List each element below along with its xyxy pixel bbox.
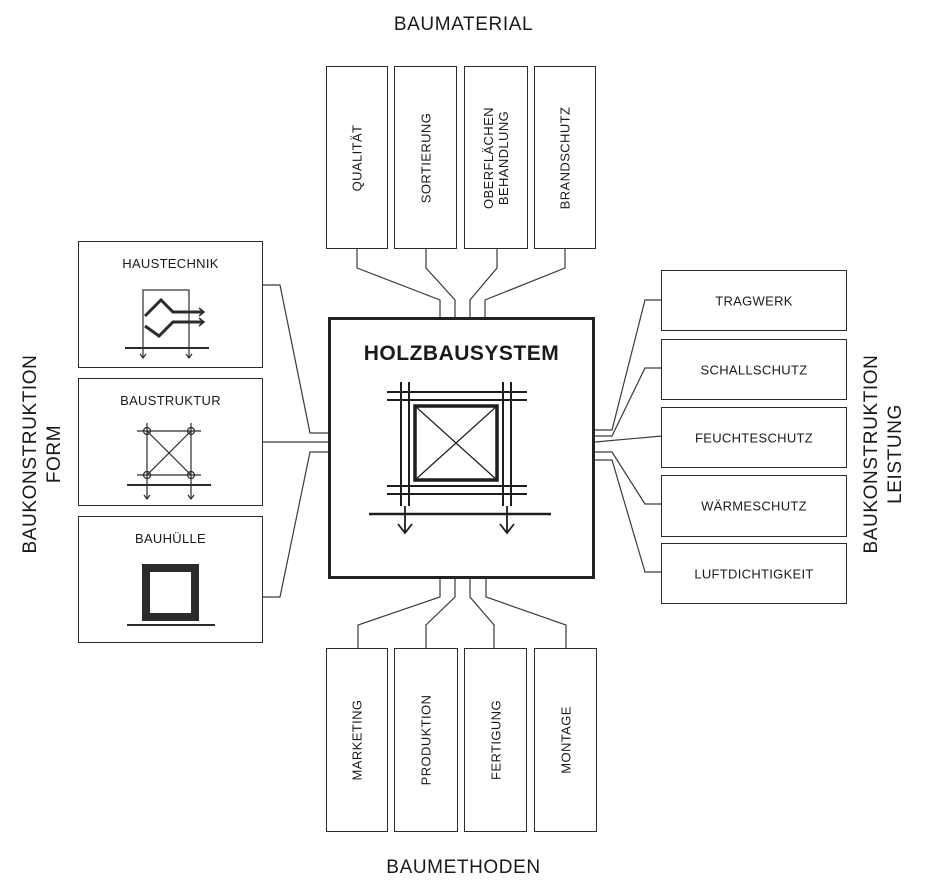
- left-group-title-line2: FORM: [44, 424, 65, 484]
- connector-marketing: [357, 579, 441, 648]
- right-box-tragwerk: TRAGWERK: [661, 270, 847, 331]
- haustechnik-pipes-icon: [125, 289, 209, 359]
- top-box-label: QUALITÄT: [349, 124, 365, 191]
- top-group-title: BAUMATERIAL: [393, 14, 534, 35]
- baustruktur-grid-icon: [127, 423, 211, 500]
- connector-bauhuelle: [262, 451, 328, 598]
- top-box-qualitaet: QUALITÄT: [326, 66, 388, 249]
- right-group-title-line1: BAUKONSTRUKTION: [861, 354, 882, 554]
- top-box-label: OBERFLÄCHEN BEHANDLUNG: [481, 106, 511, 209]
- connector-oberflaechen: [469, 249, 498, 317]
- top-box-label: SORTIERUNG: [418, 112, 433, 203]
- bottom-box-label: MONTAGE: [558, 706, 573, 774]
- top-box-sortierung: SORTIERUNG: [394, 66, 457, 249]
- left-box-label: HAUSTECHNIK: [122, 256, 219, 271]
- left-box-haustechnik: HAUSTECHNIK: [78, 241, 263, 368]
- bottom-box-montage: MONTAGE: [534, 648, 597, 832]
- left-box-bauhuelle: BAUHÜLLE: [78, 516, 263, 643]
- right-box-label: TRAGWERK: [715, 293, 793, 308]
- right-box-label: FEUCHTESCHUTZ: [694, 430, 813, 445]
- connector-sortierung: [425, 249, 456, 317]
- connector-schallschutz: [595, 367, 662, 437]
- right-box-label: WÄRMESCHUTZ: [701, 498, 807, 514]
- connector-luftdichtigkeit: [595, 459, 662, 573]
- connector-montage: [485, 579, 567, 648]
- left-box-label: BAUSTRUKTUR: [120, 393, 221, 408]
- center-box-holzbausystem: HOLZBAUSYSTEM: [328, 317, 595, 579]
- center-title: HOLZBAUSYSTEM: [363, 342, 560, 365]
- top-box-oberflaechen: OBERFLÄCHEN BEHANDLUNG: [464, 66, 528, 249]
- bottom-box-produktion: PRODUKTION: [394, 648, 458, 832]
- connector-qualitaet: [356, 249, 441, 317]
- connector-haustechnik: [262, 284, 328, 434]
- bottom-box-label: FERTIGUNG: [488, 700, 503, 780]
- left-group-title-line1: BAUKONSTRUKTION: [20, 354, 41, 554]
- bottom-group-title: BAUMETHODEN: [386, 857, 541, 878]
- timber-frame-grid-icon: [369, 382, 551, 535]
- connector-tragwerk: [595, 299, 662, 431]
- bottom-box-label: MARKETING: [349, 699, 365, 781]
- bottom-box-fertigung: FERTIGUNG: [464, 648, 527, 832]
- connector-produktion: [425, 579, 456, 648]
- left-group-title: BAUKONSTRUKTION FORM: [19, 304, 67, 604]
- top-box-label: BRANDSCHUTZ: [557, 106, 573, 209]
- right-group-title: BAUKONSTRUKTION LEISTUNG: [860, 304, 908, 604]
- left-box-baustruktur: BAUSTRUKTUR: [78, 378, 263, 506]
- right-box-luftdichtigkeit: LUFTDICHTIGKEIT: [661, 543, 847, 604]
- bottom-box-label: PRODUKTION: [418, 694, 434, 786]
- top-box-brandschutz: BRANDSCHUTZ: [534, 66, 596, 249]
- left-box-label: BAUHÜLLE: [134, 531, 207, 546]
- connector-feuchteschutz: [594, 435, 663, 443]
- connector-brandschutz: [484, 249, 566, 317]
- right-box-waermeschutz: WÄRMESCHUTZ: [661, 475, 847, 537]
- bauhuelle-square-icon: [127, 564, 215, 626]
- right-group-title-line2: LEISTUNG: [885, 404, 906, 504]
- right-box-label: LUFTDICHTIGKEIT: [694, 566, 814, 581]
- right-box-label: SCHALLSCHUTZ: [700, 362, 808, 377]
- bottom-box-marketing: MARKETING: [326, 648, 388, 832]
- right-box-schallschutz: SCHALLSCHUTZ: [661, 339, 847, 400]
- right-box-feuchteschutz: FEUCHTESCHUTZ: [661, 407, 847, 468]
- connector-fertigung: [469, 579, 495, 648]
- connector-waermeschutz: [595, 451, 662, 505]
